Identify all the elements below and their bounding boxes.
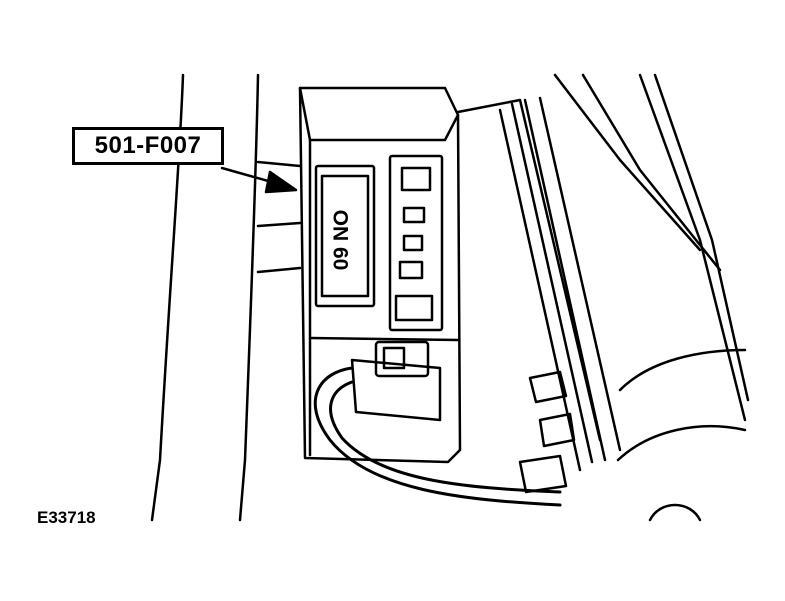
round-feature: [648, 503, 702, 522]
relay-3: [402, 234, 424, 252]
body-line-2: [581, 73, 722, 272]
label-window-inner: [320, 174, 370, 298]
part-number-callout: 501-F007: [72, 127, 224, 165]
pillar-edge-left: [150, 73, 185, 522]
module-divider: [308, 336, 460, 342]
module-marking-text: ON 60: [328, 209, 352, 271]
connector-block: [374, 340, 430, 378]
connector-body: [350, 358, 442, 422]
connector-tab: [382, 346, 406, 370]
part-number-text: 501-F007: [94, 132, 202, 159]
module-marking: ON 60: [325, 203, 353, 277]
trim-line-3: [256, 266, 302, 274]
body-line-1: [553, 73, 702, 252]
relay-4: [398, 260, 424, 280]
body-line-3: [638, 73, 747, 422]
relay-2: [402, 206, 426, 224]
label-window: [314, 164, 376, 308]
body-line-6: [616, 425, 747, 462]
module-housing: [298, 86, 462, 464]
body-line-4: [653, 73, 750, 402]
rail-2: [498, 108, 582, 472]
clip-1: [528, 370, 568, 404]
clip-2: [538, 412, 576, 448]
wiring-harness-inner: [329, 380, 562, 494]
rail-1: [456, 98, 602, 442]
pillar-edge-right: [238, 73, 260, 522]
module-top-face: [298, 86, 460, 142]
rail-3: [510, 102, 594, 464]
relay-window: [388, 154, 444, 332]
figure-id: E33718: [37, 508, 96, 527]
rail-5: [538, 96, 622, 452]
clip-3: [518, 454, 568, 494]
body-line-5: [618, 348, 747, 392]
trim-line-1: [256, 160, 302, 168]
trim-line-2: [256, 221, 302, 228]
wiring-harness: [313, 366, 562, 507]
relay-1: [400, 166, 432, 192]
rail-4: [523, 98, 607, 462]
relay-5: [394, 294, 434, 322]
leader-arrowhead: [264, 170, 298, 194]
